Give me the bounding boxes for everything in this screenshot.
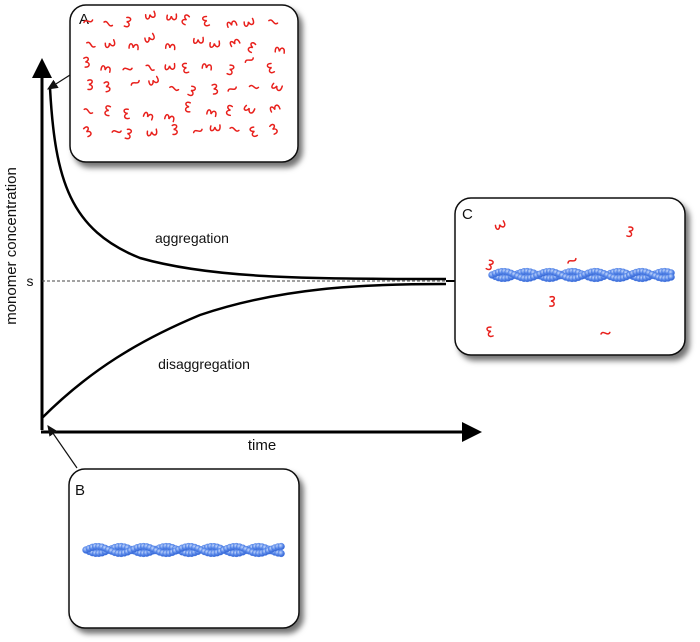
monomer [248,84,260,90]
monomer [145,64,155,71]
monomer [130,79,140,86]
monomer [227,86,237,92]
monomer [226,64,235,76]
monomer [192,36,204,44]
monomer [87,79,94,91]
monomer [626,226,634,238]
panel-a-label: A [79,11,89,28]
fibril-bead [277,542,285,551]
monomer [86,41,96,48]
x-axis [41,422,482,442]
monomer [123,108,130,120]
monomer [274,46,285,54]
monomer [226,20,238,29]
monomer [209,40,221,48]
monomer [181,14,191,26]
monomer [206,109,217,118]
y-axis-label: monomer concentration [3,167,20,325]
panel-a-monomers [82,10,285,140]
panel-b: B [68,468,300,629]
monomer [181,62,190,74]
monomer [225,104,234,117]
monomer [549,295,556,307]
monomer [201,63,213,71]
monomer [128,43,139,51]
monomer [122,67,133,71]
y-axis-arrowhead [32,58,52,78]
monomer [123,16,132,28]
monomer [268,19,279,25]
fibril-bead [277,549,285,558]
panel-c: C [454,197,686,356]
monomer [146,128,158,137]
monomer [124,128,133,140]
monomer [83,19,94,24]
monomer [247,42,257,54]
panel-c-monomers [485,220,634,338]
monomer [266,62,276,74]
monomer [83,56,90,68]
monomer [209,124,221,132]
monomer [144,10,156,20]
monomer [192,128,203,134]
monomer [166,13,178,21]
monomer [269,123,278,135]
x-axis-arrowhead [462,422,482,442]
monomer [229,38,241,48]
monomer [104,39,116,49]
y-axis [32,58,52,430]
monomer [164,62,176,71]
aggregation-label: aggregation [155,230,229,246]
panel-b-fibril [82,542,285,558]
monomer [103,81,111,93]
monomer [269,104,281,113]
monomer [171,124,178,136]
disaggregation-curve [41,282,447,419]
monomer [494,220,506,230]
monomer [243,104,256,114]
disaggregation-label: disaggregation [158,356,250,372]
monomer [148,75,159,86]
pointer-arrow-a [46,74,71,90]
pointer-arrow-b [47,425,78,469]
x-axis-label: time [248,437,276,454]
monomer [600,331,611,335]
monomer [243,17,255,27]
monomer [486,326,494,338]
monomer [82,126,92,138]
monomer [142,111,154,121]
panel-a: A [69,4,299,163]
monomer [485,259,494,271]
monomer [249,126,259,138]
monomer [100,65,111,73]
monomer [271,82,284,92]
monomer [201,15,211,27]
monomer [163,113,175,123]
monomer [111,129,122,134]
monomer [164,43,176,51]
monomer [103,20,114,27]
aggregation-curve [48,87,447,281]
monomer [104,105,112,117]
monomer [187,85,197,97]
monomer [244,57,254,64]
fibril-bead [667,273,675,281]
monomer [567,257,577,264]
monomer [169,85,180,92]
s-label: s [27,273,34,289]
panel-c-fibril [488,267,675,283]
monomer [211,83,219,95]
panel-b-label: B [75,482,85,499]
monomer [229,126,240,132]
monomer [144,32,155,43]
panel-c-label: C [462,206,473,223]
monomer [184,101,191,113]
monomer [83,108,94,115]
